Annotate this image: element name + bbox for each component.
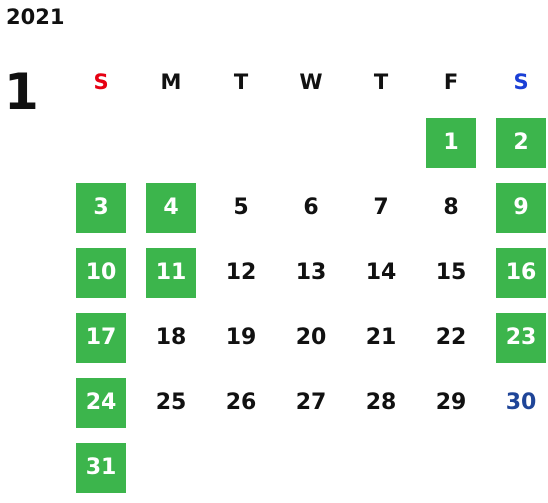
day-number: 22 (435, 325, 467, 350)
day-cell: 17 (66, 305, 136, 370)
day-cell: 3 (66, 175, 136, 240)
day-cell: 22 (416, 305, 486, 370)
day-number: 25 (155, 390, 187, 415)
weekday-header-sat: S (513, 70, 529, 94)
day-number: 11 (146, 247, 196, 298)
day-number: 1 (426, 117, 476, 168)
day-cell: 31 (66, 435, 136, 500)
day-cell: 20 (276, 305, 346, 370)
day-cell: 29 (416, 370, 486, 435)
day-cell: 5 (206, 175, 276, 240)
day-number: 6 (303, 195, 319, 220)
day-cell: 18 (136, 305, 206, 370)
day-number: 17 (76, 312, 126, 363)
day-cell: 26 (206, 370, 276, 435)
day-number: 9 (496, 182, 546, 233)
day-number: 30 (505, 390, 537, 415)
day-cell: 12 (206, 240, 276, 305)
day-cell: 4 (136, 175, 206, 240)
day-cell: 27 (276, 370, 346, 435)
day-number: 31 (76, 442, 126, 493)
day-cell: 6 (276, 175, 346, 240)
day-number: 10 (76, 247, 126, 298)
day-number: 12 (225, 260, 257, 285)
month-number: 1 (4, 63, 39, 121)
calendar-grid: S M T W T F S 1 2 3 4 5 6 7 8 9 10 11 12… (66, 54, 548, 500)
day-cell: 11 (136, 240, 206, 305)
day-cell: 7 (346, 175, 416, 240)
day-number: 2 (496, 117, 546, 168)
day-cell: 24 (66, 370, 136, 435)
weekday-header-thu: T (373, 70, 389, 94)
day-number: 24 (76, 377, 126, 428)
day-number: 5 (233, 195, 249, 220)
day-cell: 15 (416, 240, 486, 305)
day-cell: 8 (416, 175, 486, 240)
day-cell: 23 (486, 305, 548, 370)
day-cell: 28 (346, 370, 416, 435)
day-number: 14 (365, 260, 397, 285)
day-number: 27 (295, 390, 327, 415)
day-cell-empty (66, 110, 136, 175)
day-number: 15 (435, 260, 467, 285)
day-cell: 19 (206, 305, 276, 370)
day-number: 19 (225, 325, 257, 350)
day-number: 21 (365, 325, 397, 350)
day-number: 16 (496, 247, 546, 298)
weekday-header-mon: M (160, 70, 182, 94)
day-cell-empty (206, 110, 276, 175)
day-number: 23 (496, 312, 546, 363)
year-label: 2021 (6, 5, 65, 29)
day-cell: 9 (486, 175, 548, 240)
weekday-header-wed: W (299, 70, 323, 94)
day-cell: 1 (416, 110, 486, 175)
day-cell: 14 (346, 240, 416, 305)
day-number: 28 (365, 390, 397, 415)
weekday-header-fri: F (443, 70, 459, 94)
day-cell: 10 (66, 240, 136, 305)
day-number: 4 (146, 182, 196, 233)
day-number: 20 (295, 325, 327, 350)
day-cell: 13 (276, 240, 346, 305)
day-number: 3 (76, 182, 126, 233)
day-cell: 25 (136, 370, 206, 435)
weekday-header-tue: T (233, 70, 249, 94)
day-number: 8 (443, 195, 459, 220)
day-cell: 21 (346, 305, 416, 370)
day-cell: 30 (486, 370, 548, 435)
day-number: 7 (373, 195, 389, 220)
day-number: 13 (295, 260, 327, 285)
weekday-header-sun: S (93, 70, 109, 94)
day-number: 29 (435, 390, 467, 415)
day-cell: 2 (486, 110, 548, 175)
day-number: 18 (155, 325, 187, 350)
day-cell-empty (346, 110, 416, 175)
day-cell-empty (276, 110, 346, 175)
day-number: 26 (225, 390, 257, 415)
day-cell: 16 (486, 240, 548, 305)
day-cell-empty (136, 110, 206, 175)
